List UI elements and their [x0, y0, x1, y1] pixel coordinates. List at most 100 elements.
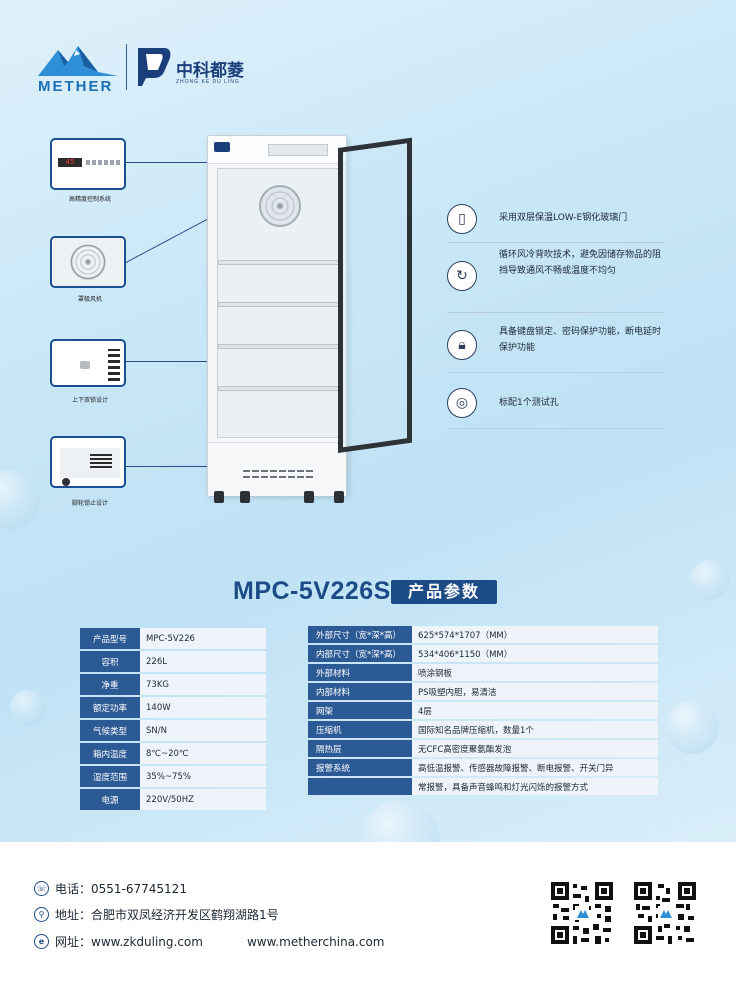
callout-label: 脚轮锁止设计	[71, 500, 108, 507]
feature-text: 具备键盘锁定、密码保护功能，断电延时保护功能	[499, 327, 662, 353]
decor-bubble	[690, 560, 730, 600]
spec-key: 压缩机	[308, 721, 412, 738]
address-text: 地址：合肥市双凤经济开发区鹤翔湖路1号	[55, 908, 279, 922]
params-heading: 产品参数	[391, 580, 497, 604]
refrigerator-image	[207, 135, 347, 496]
table-row: 隔热层无CFC高密度聚氨酯发泡	[308, 740, 658, 757]
spec-value: 625*574*1707（MM）	[412, 626, 658, 643]
callout-control-panel: 45	[50, 138, 126, 190]
divider	[447, 428, 665, 429]
spec-key: 隔热层	[308, 740, 412, 757]
decor-bubble	[665, 700, 719, 754]
spec-value: 140W	[140, 697, 266, 718]
vent-grille	[108, 349, 120, 381]
spec-value: 226L	[140, 651, 266, 672]
spec-key: 产品型号	[80, 628, 140, 649]
control-buttons	[86, 160, 122, 165]
logo-divider	[126, 44, 127, 90]
fridge-shelf	[218, 344, 340, 349]
feature-item: ◎ 标配1个测试孔	[447, 388, 667, 420]
caster-wheel-icon	[304, 491, 314, 503]
website-link[interactable]: 网址：www.zkduling.com	[55, 935, 203, 949]
spec-key: 湿度范围	[80, 766, 140, 787]
lock-icon	[80, 361, 90, 369]
mether-wordmark: METHER	[38, 78, 114, 95]
table-row: 报警系统高低温报警、传感器故障报警、断电报警、开关门异	[308, 759, 658, 776]
leader-line	[126, 361, 216, 362]
spec-value: 无CFC高密度聚氨酯发泡	[412, 740, 658, 757]
base-vent	[243, 476, 315, 478]
callout-caster	[50, 436, 126, 488]
vent-grille	[90, 452, 112, 468]
zkdl-logo	[138, 48, 171, 86]
feature-text: 标配1个测试孔	[499, 398, 559, 408]
decor-bubble	[0, 470, 40, 530]
table-row: 压缩机国际知名品牌压缩机，数量1个	[308, 721, 658, 738]
spec-key: 箱内温度	[80, 743, 140, 764]
temp-display: 45	[58, 158, 82, 167]
callout-label: 罩极风机	[77, 296, 102, 303]
spec-value: 常报警，具备声音蜂鸣和灯光闪烁的报警方式	[412, 778, 658, 795]
feature-item: ↻ 循环风冷背吹技术，避免因储存物品的阻挡导致通风不畅或温度不均匀	[447, 247, 667, 307]
spec-key: 外部尺寸（宽*深*高）	[308, 626, 412, 643]
table-row: 内部尺寸（宽*深*高）534*406*1150（MM）	[308, 645, 658, 662]
qr-code-icon	[632, 880, 698, 946]
web-icon: e	[34, 934, 49, 949]
phone-text: 电话：0551-67745121	[55, 882, 187, 896]
spec-value: 高低温报警、传感器故障报警、断电报警、开关门异	[412, 759, 658, 776]
spec-key: 电源	[80, 789, 140, 810]
leader-line	[126, 466, 220, 467]
base-vent	[243, 470, 315, 472]
qr-code-icon	[549, 880, 615, 946]
spec-table-right: 外部尺寸（宽*深*高）625*574*1707（MM） 内部尺寸（宽*深*高）5…	[308, 624, 658, 797]
model-title: MPC-5V226S	[233, 577, 391, 605]
caster-wheel-icon	[334, 491, 344, 503]
fan-icon	[259, 185, 301, 227]
spec-key: 净重	[80, 674, 140, 695]
spec-value: 73KG	[140, 674, 266, 695]
lock-icon: 🔒︎	[447, 330, 477, 360]
footer: ☏ 电话：0551-67745121 ⚲ 地址：合肥市双凤经济开发区鹤翔湖路1号…	[0, 842, 736, 985]
fridge-logo	[214, 142, 230, 152]
leader-line	[126, 162, 214, 163]
spec-key: 内部尺寸（宽*深*高）	[308, 645, 412, 662]
spec-key: 网架	[308, 702, 412, 719]
spec-value: 4层	[412, 702, 658, 719]
fridge-control-panel	[208, 136, 346, 164]
spec-key: 内部材料	[308, 683, 412, 700]
decor-bubble	[360, 800, 440, 842]
fridge-base-panel	[208, 442, 346, 496]
caster-wheel-icon	[214, 491, 224, 503]
spec-key: 报警系统	[308, 759, 412, 776]
fridge-display	[268, 144, 328, 156]
fridge-shelf	[218, 260, 340, 265]
spec-key: 气候类型	[80, 720, 140, 741]
contact-address: ⚲ 地址：合肥市双凤经济开发区鹤翔湖路1号	[34, 906, 279, 923]
divider	[447, 242, 665, 243]
spec-value: 国际知名品牌压缩机，数量1个	[412, 721, 658, 738]
contact-phone: ☏ 电话：0551-67745121	[34, 880, 187, 897]
spec-key: 外部材料	[308, 664, 412, 681]
test-hole-icon: ◎	[447, 388, 477, 418]
spec-value: 35%~75%	[140, 766, 266, 787]
phone-icon: ☏	[34, 881, 49, 896]
contact-web: e 网址：www.zkduling.com www.metherchina.co…	[34, 933, 385, 950]
spec-value: 534*406*1150（MM）	[412, 645, 658, 662]
callout-label: 高精度控制系统	[68, 196, 111, 203]
door-icon: ▯	[447, 204, 477, 234]
mether-logo	[38, 46, 118, 76]
callout-lock	[50, 339, 126, 387]
caster-wheel-icon	[240, 491, 250, 503]
spec-value: 8℃~20℃	[140, 743, 266, 764]
divider	[447, 372, 665, 373]
spec-key: 容积	[80, 651, 140, 672]
spec-value: 喷涂钢板	[412, 664, 658, 681]
website-link-2[interactable]: www.metherchina.com	[246, 934, 385, 949]
